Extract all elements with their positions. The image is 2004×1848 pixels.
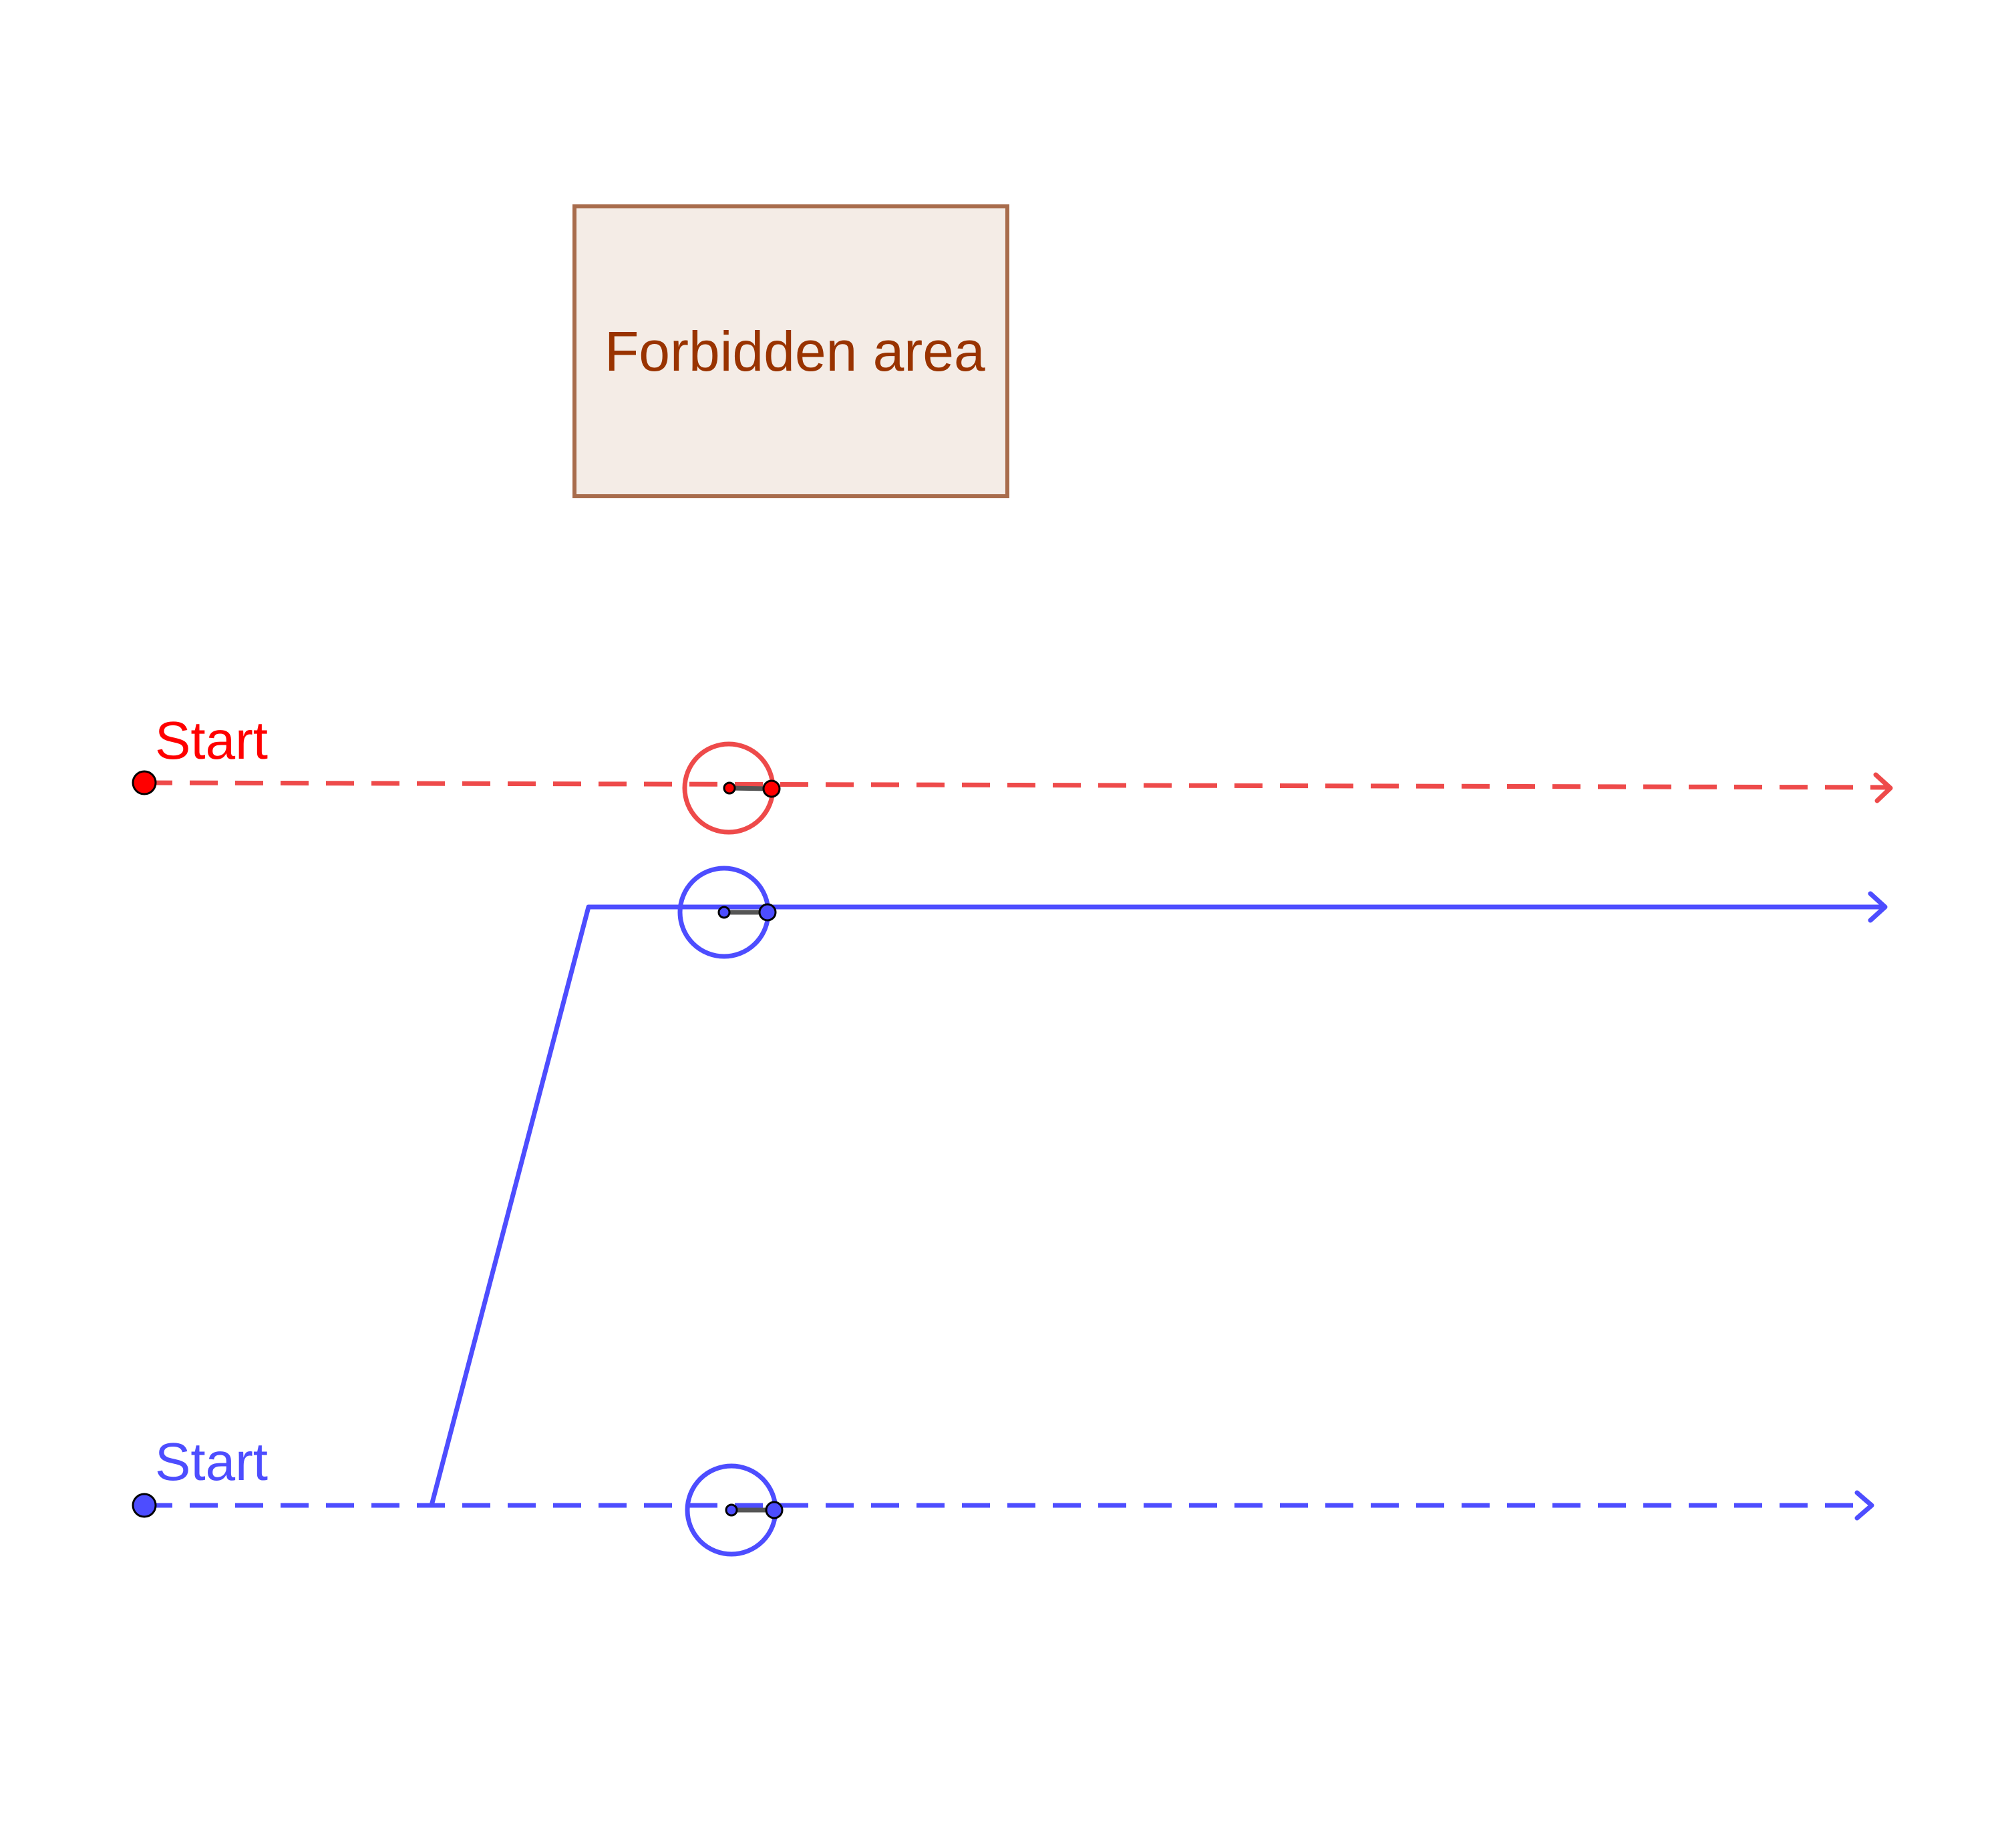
red-path: Start (132, 711, 1893, 835)
blue-start-label: Start (155, 1432, 268, 1491)
blue-lower-robot-center (725, 1503, 738, 1517)
blue-start-point[interactable] (132, 1493, 157, 1518)
red-start-point[interactable] (132, 770, 157, 795)
blue-lower-robot-marker (685, 1463, 784, 1557)
blue-upper-robot-center (717, 906, 731, 919)
blue-detour-arrowhead (1868, 891, 1888, 923)
red-robot-center (723, 781, 736, 795)
red-start-label: Start (155, 711, 268, 770)
forbidden-area-label: Forbidden area (605, 320, 985, 383)
blue-lower-robot-handle[interactable] (765, 1501, 784, 1519)
blue-arrowhead (1854, 1490, 1874, 1521)
red-arrowhead (1873, 772, 1893, 803)
blue-detour-line (429, 904, 1885, 1506)
forbidden-area-box (572, 204, 1009, 498)
blue-upper-robot-marker (677, 866, 777, 959)
red-dashed-line (144, 780, 1890, 790)
blue-path: Start (132, 1432, 1874, 1557)
blue-upper-robot-handle[interactable] (758, 903, 777, 922)
blue-detour-path (429, 866, 1888, 1506)
red-robot-marker (682, 741, 781, 835)
red-robot-handle[interactable] (762, 779, 781, 798)
forbidden-area: Forbidden area (572, 204, 1009, 498)
